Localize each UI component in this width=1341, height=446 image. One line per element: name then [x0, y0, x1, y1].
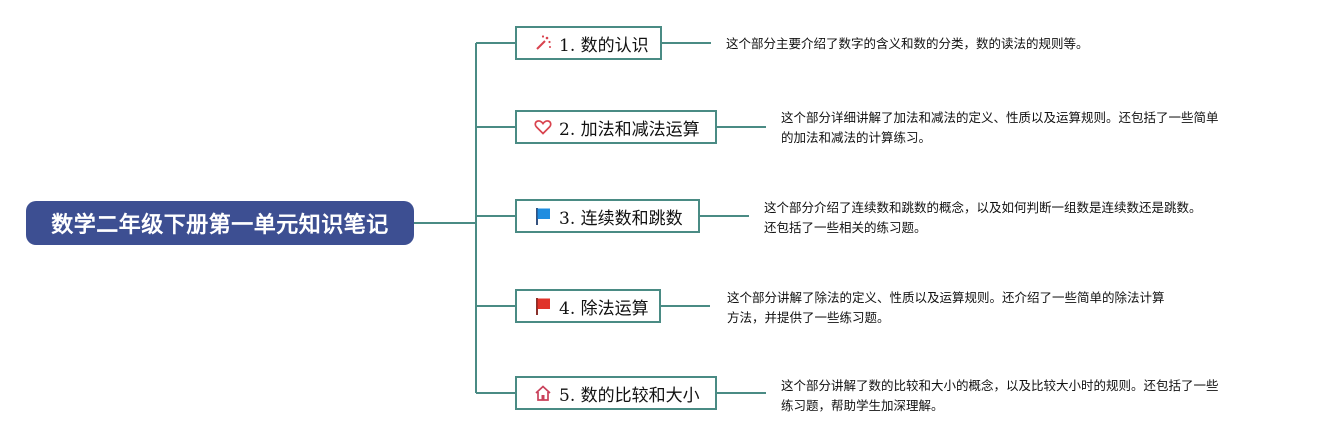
description-line: 还包括了一些相关的练习题。: [764, 220, 927, 235]
topic-consecutive-skip-numbers[interactable]: 3. 连续数和跳数: [515, 199, 700, 233]
description-line: 练习题，帮助学生加深理解。: [781, 398, 944, 413]
topic-label: 5. 数的比较和大小: [559, 385, 700, 406]
description-line: 这个部分介绍了连续数和跳数的概念，以及如何判断一组数是连续数还是跳数。: [764, 200, 1202, 215]
blue-flag-icon: [533, 206, 553, 226]
topic-label: 4. 除法运算: [559, 298, 649, 319]
topic-description: 这个部分讲解了除法的定义、性质以及运算规则。还介绍了一些简单的除法计算 方法，并…: [727, 288, 1165, 328]
description-line: 这个部分详细讲解了加法和减法的定义、性质以及运算规则。还包括了一些简单: [781, 110, 1219, 125]
topic-label: 1. 数的认识: [559, 35, 649, 56]
topic-number-recognition[interactable]: 1. 数的认识: [515, 26, 662, 60]
description-line: 这个部分讲解了数的比较和大小的概念，以及比较大小时的规则。还包括了一些: [781, 378, 1219, 393]
topic-addition-subtraction[interactable]: 2. 加法和减法运算: [515, 110, 717, 144]
heart-icon: [533, 117, 553, 137]
description-line: 这个部分主要介绍了数字的含义和数的分类，数的读法的规则等。: [726, 36, 1089, 51]
root-topic[interactable]: 数学二年级下册第一单元知识笔记: [26, 201, 414, 245]
description-line: 方法，并提供了一些练习题。: [727, 310, 890, 325]
red-flag-icon: [533, 296, 553, 316]
root-title: 数学二年级下册第一单元知识笔记: [51, 213, 389, 238]
topic-division[interactable]: 4. 除法运算: [515, 289, 661, 323]
topic-description: 这个部分主要介绍了数字的含义和数的分类，数的读法的规则等。: [726, 34, 1089, 54]
home-icon: [533, 383, 553, 403]
topic-description: 这个部分讲解了数的比较和大小的概念，以及比较大小时的规则。还包括了一些 练习题，…: [781, 376, 1219, 416]
topic-description: 这个部分详细讲解了加法和减法的定义、性质以及运算规则。还包括了一些简单 的加法和…: [781, 108, 1219, 148]
description-line: 的加法和减法的计算练习。: [781, 130, 932, 145]
topic-description: 这个部分介绍了连续数和跳数的概念，以及如何判断一组数是连续数还是跳数。 还包括了…: [764, 198, 1202, 238]
description-line: 这个部分讲解了除法的定义、性质以及运算规则。还介绍了一些简单的除法计算: [727, 290, 1165, 305]
topic-label: 3. 连续数和跳数: [559, 208, 683, 229]
topic-label: 2. 加法和减法运算: [559, 119, 700, 140]
topic-number-comparison[interactable]: 5. 数的比较和大小: [515, 376, 717, 410]
magic-wand-icon: [533, 33, 553, 53]
